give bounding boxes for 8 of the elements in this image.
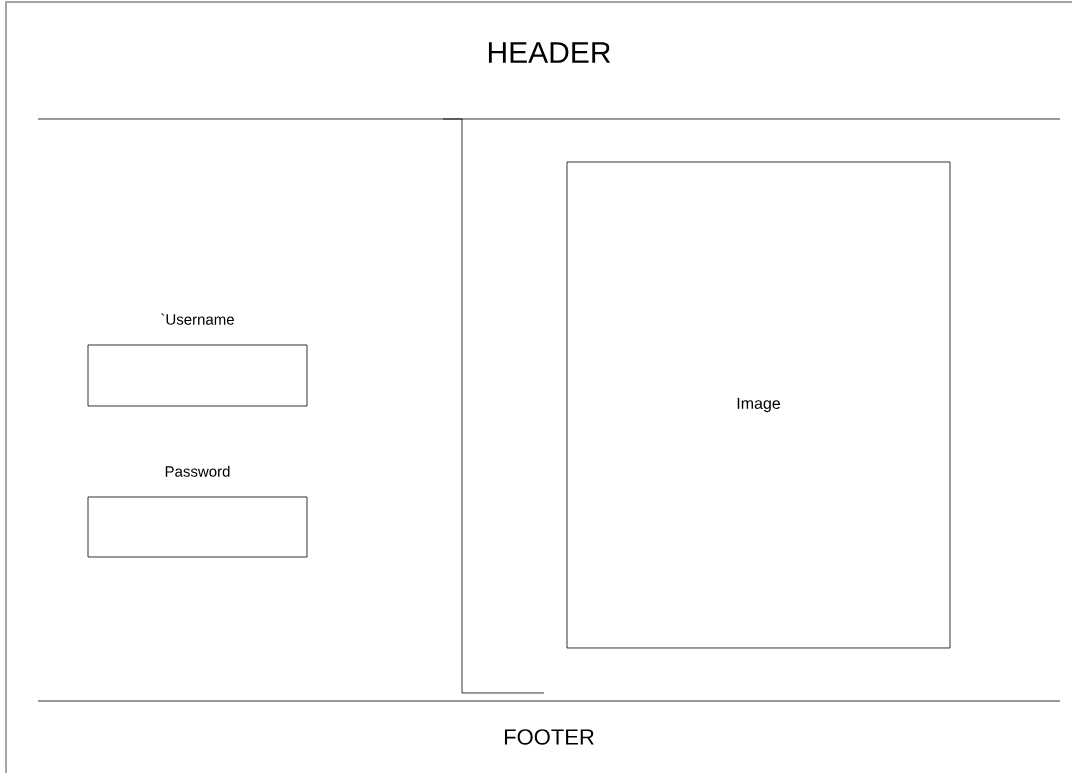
image-label: Image — [737, 397, 780, 413]
image-frame — [566, 161, 951, 649]
input-field: `Username — [87, 313, 308, 407]
page-header: HEADER — [488, 42, 611, 63]
node-label: Password — [165, 465, 230, 477]
node-label: `Username — [161, 313, 234, 325]
page-footer: FOOTER — [505, 729, 594, 745]
input-field: Password — [87, 465, 308, 558]
